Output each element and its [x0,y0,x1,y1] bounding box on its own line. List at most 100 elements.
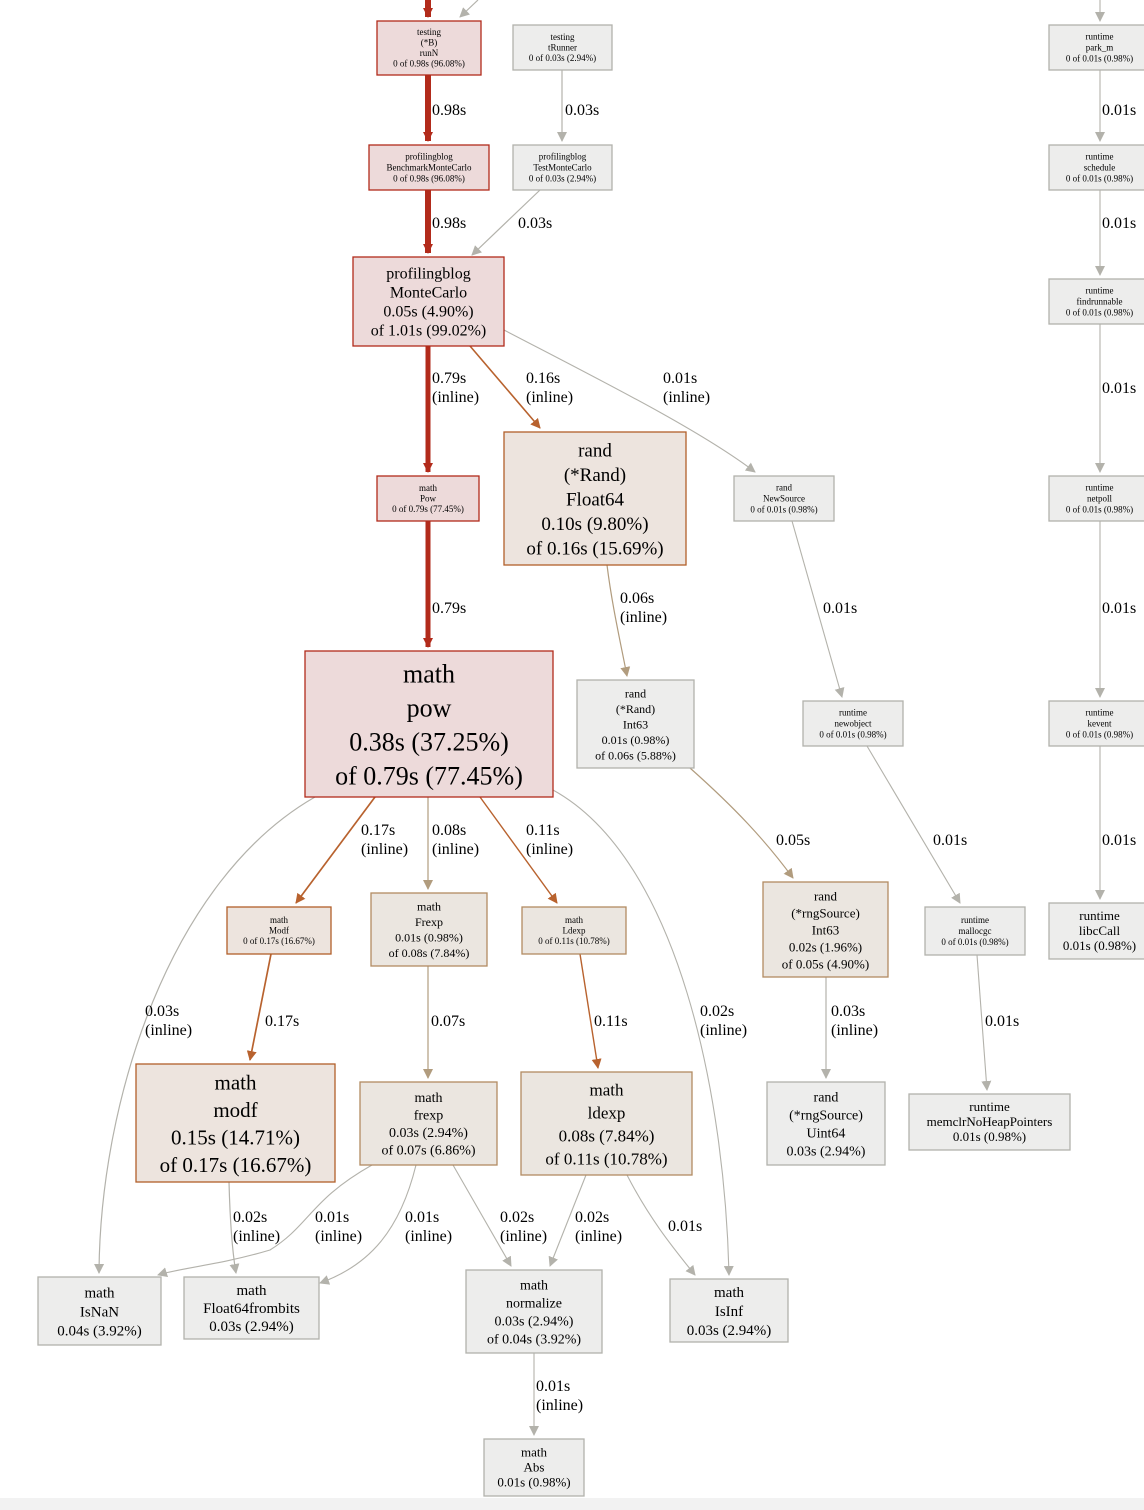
node-label-line: 0.08s (7.84%) [559,1126,655,1145]
edge-label-line: 0.11s [526,822,560,839]
edge-newsource-to-newobject[interactable] [791,520,845,698]
node-box [1048,24,1144,71]
node-box [924,906,1026,956]
node-label-line: testing [417,27,441,37]
node-box [376,475,480,522]
edge-ldexp-to-normalize[interactable] [548,1174,587,1267]
node-label-line: schedule [1084,163,1116,173]
edge-Modf-to-modf[interactable] [246,953,272,1061]
edge-float64-to-int63[interactable] [606,564,631,677]
node-label-line: libcCall [1079,923,1121,938]
edge-label-line: (inline) [700,1022,747,1039]
edge-label-montecarlo-to-newsource: 0.01s(inline) [663,370,710,406]
edge-pow-to-isnan[interactable] [94,796,316,1274]
node-box [576,679,695,769]
edge-newobject-to-mallocgc[interactable] [866,745,961,904]
edge-frexp-to-isnan[interactable] [157,1164,373,1278]
edge-label-line: (inline) [620,609,667,626]
node-label-line: runtime [1079,908,1120,923]
node-label-line: runtime [969,1099,1010,1114]
node-label-line: 0.03s (2.94%) [209,1319,294,1335]
node-label-line: math [270,915,288,925]
edge-frexp-to-normalize[interactable] [452,1164,512,1267]
node-label-line: of 0.05s (4.90%) [782,956,869,971]
node-label-line: 0 of 0.01s (0.98%) [750,505,817,515]
node-label-line: 0 of 0.01s (0.98%) [819,730,886,740]
node-label-line: 0.03s (2.94%) [389,1126,468,1141]
edge-montecarlo-to-newsource[interactable] [503,329,756,473]
edge-label-pow-to-Ldexp: 0.11s (inline) [526,822,573,858]
edge-label-line: 0.17s [265,1013,299,1030]
edge-pow-to-Modf[interactable] [295,796,376,904]
edge-frexp-to-float64frombits[interactable] [319,1164,417,1285]
node-label-line: Ldexp [563,925,586,935]
edge-frexp-to-normalize-line [452,1164,512,1267]
node-label-line: 0 of 0.01s (0.98%) [1066,730,1133,740]
node-label-line: 0.01s (0.98%) [602,733,670,747]
edge-pow-to-Ldexp[interactable] [479,796,558,904]
node-box [521,906,627,955]
node-label-line: TestMonteCarlo [533,163,592,173]
node-label-line: 0 of 0.98s (96.08%) [393,59,465,69]
edge-modf-to-float64frombits[interactable] [228,1181,240,1274]
node-box [183,1276,320,1340]
node-label-line: runtime [1086,708,1114,718]
node-label-line: math [403,660,455,689]
edge-label-line: (inline) [432,389,479,406]
edge-Ldexp-to-ldexp[interactable] [579,953,602,1069]
edge-label-line: 0.01s [1102,102,1136,119]
edge-int63-to-rngint63[interactable] [689,767,794,879]
node-label-line: tRunner [548,42,577,52]
edge-mallocgc-to-memclr[interactable] [976,954,992,1091]
edge-modf-to-float64frombits-line [228,1181,240,1274]
edge-label-line: 0.03s [145,1003,179,1020]
edge-label-mallocgc-to-memclr: 0.01s [985,1013,1019,1030]
edge-test-to-montecarlo[interactable] [471,189,541,256]
edge-label-line: (inline) [526,841,573,858]
edge-label-line: 0.01s [823,600,857,617]
node-label-line: testing [551,32,575,42]
edge-label-pow-to-isinf: 0.02s(inline) [700,1003,747,1039]
edge-montecarlo-to-float64[interactable] [469,345,541,429]
edge-label-rngint63-to-uint64: 0.03s(inline) [831,1003,878,1039]
node-label-line: runtime [1086,483,1114,493]
node-box [766,1081,886,1166]
node-label-line: 0.03s (2.94%) [495,1315,574,1330]
edge-ldexp-to-isinf[interactable] [626,1174,696,1276]
incoming-edge-tail[interactable] [459,0,479,18]
edge-pow-to-isinf[interactable] [552,789,734,1276]
node-label-line: runtime [1086,286,1114,296]
